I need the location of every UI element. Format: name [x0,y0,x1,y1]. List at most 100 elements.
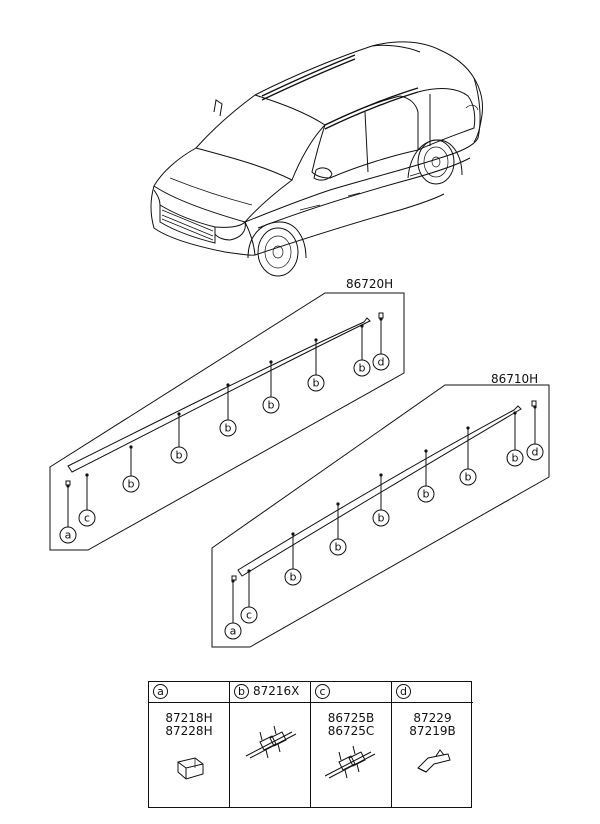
callout-lower-clip-c: c [240,569,258,624]
callout-circle [240,606,258,624]
legend-letter-a: a [153,684,168,699]
leader-dot [291,532,295,536]
upper-end-cap-d [378,312,384,319]
callout-upper-clip-b-2: b [170,412,188,464]
lower-roof-rail-assembly: 86710H [211,372,550,648]
callout-letter: c [84,512,90,525]
lower-roof-rail [237,405,522,577]
callout-lower-end-d: d [526,405,544,461]
callout-circle [372,353,390,371]
callout-letter: b [335,541,342,554]
callout-letter: b [225,422,232,435]
legend-header-b: b 87216X [230,682,310,703]
callout-upper-clip-b-1: b [122,445,140,493]
callout-circle [353,359,371,377]
leader-dot [379,317,383,321]
callout-upper-clip-b-3: b [219,383,237,437]
callout-upper-clip-b-6: b [353,324,371,377]
callout-letter: a [230,625,237,638]
leader-dot [231,579,235,583]
lower-assembly-frame [211,384,550,648]
leader-dot [247,569,251,573]
leader-dot [513,411,517,415]
callout-lower-clip-b-5: b [459,426,477,486]
legend-part-d-1: 87229 [413,711,452,725]
callout-upper-end-a: a [59,484,77,544]
leader-dot [360,324,364,328]
callout-lower-clip-b-3: b [372,473,390,527]
callout-circle [459,468,477,486]
leader-dot [66,484,70,488]
callout-letter: b [176,449,183,462]
legend-letter-b: b [234,684,249,699]
callout-upper-end-d: d [372,317,390,371]
leader-dot [314,338,318,342]
callout-circle [59,526,77,544]
legend-part-c-1: 86725B [327,711,375,725]
legend-letter-c: c [315,684,330,699]
callout-upper-clip-b-4: b [262,360,280,414]
lower-end-cap-a [231,575,237,581]
callout-letter: d [378,356,385,369]
parts-legend-table: a 87218H 87228H b 87216X c 86725B 86725 [148,681,473,808]
callout-circle [262,396,280,414]
lower-end-cap-d [531,400,537,407]
callout-upper-clip-b-5: b [307,338,325,392]
end-cap-icon [177,757,204,780]
callout-circle [224,622,242,640]
leader-dot [336,502,340,506]
callout-lower-end-a: a [224,579,242,640]
upper-roof-rail-assembly: 86720H [49,277,405,551]
leader-dot [379,473,383,477]
end-cap-icon [417,749,451,773]
leader-dot [85,473,89,477]
callout-letter: b [128,478,135,491]
callout-letter: a [65,529,72,542]
legend-part-d-2: 87219B [409,724,456,738]
callout-circle [307,374,325,392]
upper-assembly-frame [49,292,405,551]
callout-circle [170,446,188,464]
callout-circle [122,475,140,493]
callout-upper-clip-c: c [78,473,96,527]
lower-assembly-part-number: 86710H [491,372,538,386]
legend-header-a: a [149,682,229,703]
callout-letter: b [512,452,519,465]
legend-column-a: a 87218H 87228H [149,682,230,807]
callout-circle [329,538,347,556]
callout-circle [506,449,524,467]
leader-dot [466,426,470,430]
callout-circle [372,509,390,527]
legend-column-c: c 86725B 86725C [311,682,392,807]
legend-part-a-2: 87228H [165,724,213,738]
legend-header-d: d [392,682,473,703]
leader-dot [129,445,133,449]
leader-dot [226,383,230,387]
callout-circle [219,419,237,437]
leader-dot [533,405,537,409]
clip-icon [245,725,297,759]
legend-part-a-1: 87218H [165,711,213,725]
callout-letter: d [532,446,539,459]
legend-column-b: b 87216X [230,682,311,807]
callout-circle [526,443,544,461]
callout-letter: b [313,377,320,390]
legend-column-d: d 87229 87219B [392,682,473,807]
legend-header-part-b: 87216X [253,684,300,698]
callout-letter: b [268,399,275,412]
callout-lower-clip-b-4: b [417,449,435,503]
legend-header-c: c [311,682,391,703]
callout-letter: b [465,471,472,484]
upper-assembly-part-number: 86720H [346,277,393,291]
callout-letter: b [423,488,430,501]
callout-circle [78,509,96,527]
callout-letter: b [378,512,385,525]
leader-dot [177,412,181,416]
callout-lower-clip-b-1: b [284,532,302,586]
upper-roof-rail [67,317,371,473]
car-illustration [150,41,483,277]
callout-letter: b [290,571,297,584]
legend-part-c-2: 86725C [327,724,375,738]
leader-dot [424,449,428,453]
